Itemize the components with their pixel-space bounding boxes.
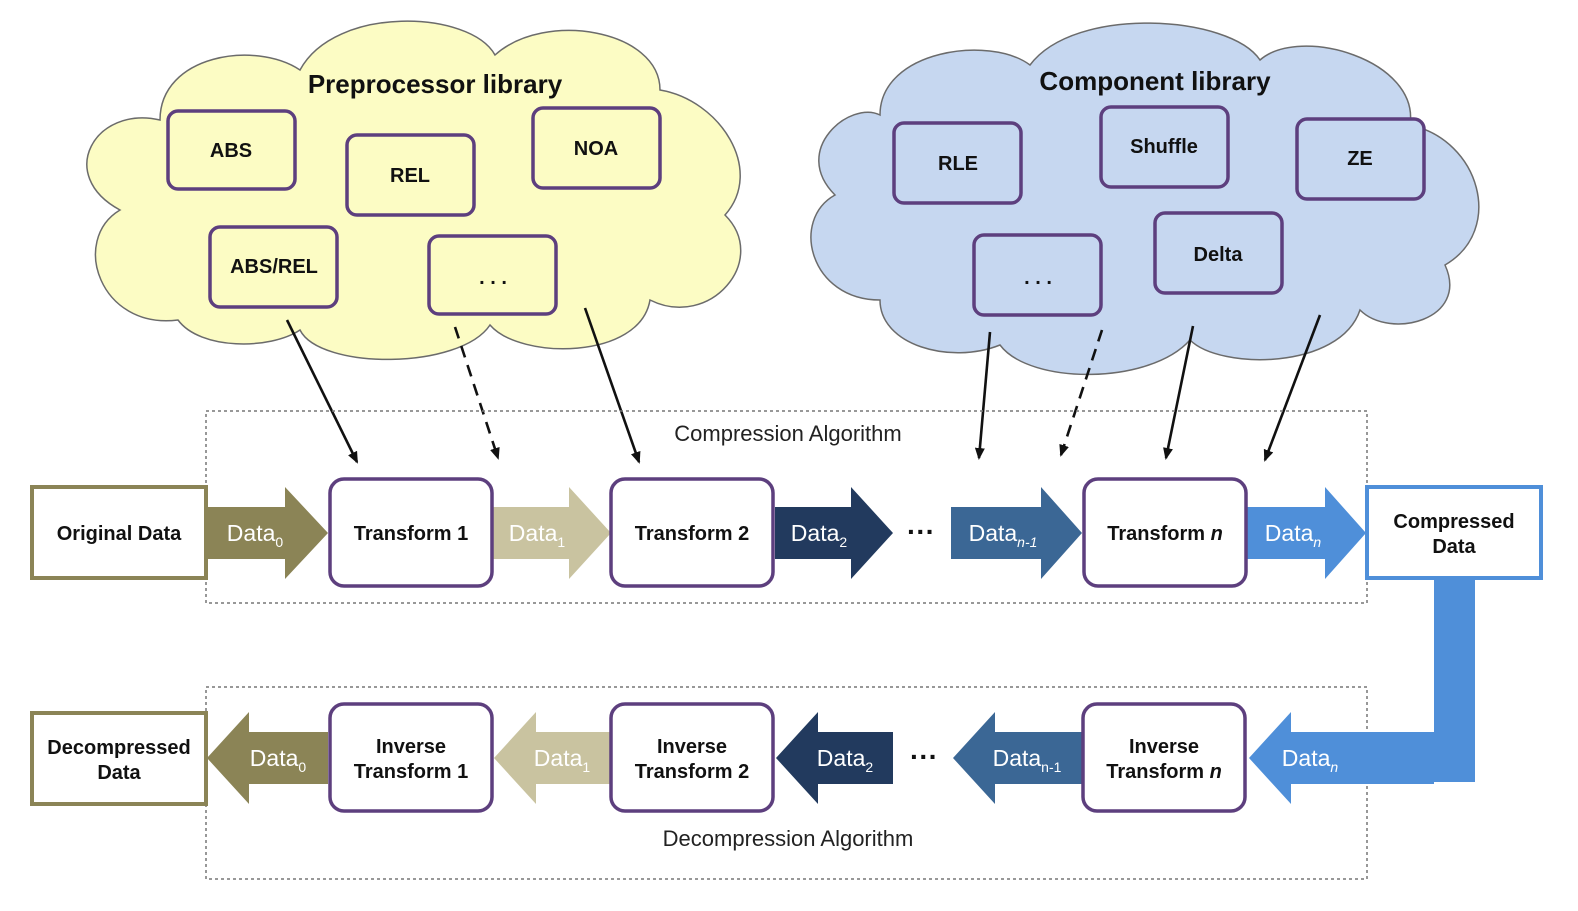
decompressed-data-label-line2: Data bbox=[97, 762, 141, 784]
component-library-cloud: Component library RLE Shuffle ZE . . . D… bbox=[810, 22, 1480, 376]
decompression-ellipsis: ··· bbox=[910, 741, 938, 772]
decompressed-data-label-line1: Decompressed bbox=[47, 737, 190, 759]
inverse-transform-n-box bbox=[1081, 702, 1247, 813]
arrow-absrel-to-transform1 bbox=[285, 319, 359, 464]
arrow-rev-datan1-label: Datan-1 bbox=[993, 745, 1062, 775]
preprocessor-library-title: Preprocessor library bbox=[308, 69, 563, 99]
arrow-rev-data0 bbox=[207, 712, 328, 804]
preprocessor-noa-box bbox=[531, 106, 662, 190]
inverse-transform-1-label-line1: Inverse bbox=[376, 736, 446, 758]
arrow-rev-datan bbox=[1249, 712, 1434, 804]
arrow-rev-data0-label: Data0 bbox=[250, 745, 307, 775]
compression-ellipsis: ··· bbox=[907, 516, 935, 547]
inverse-transform-1-box bbox=[328, 702, 494, 813]
arrow-data1 bbox=[493, 487, 611, 579]
compression-row: Original Data Transform 1 Transform 2 Tr… bbox=[30, 477, 1543, 588]
component-more-label: . . . bbox=[1024, 267, 1052, 289]
original-data-box bbox=[30, 485, 208, 580]
transform-n-label: Transform n bbox=[1107, 523, 1223, 545]
preprocessor-noa-label: NOA bbox=[574, 138, 618, 160]
component-shuffle-label: Shuffle bbox=[1130, 136, 1198, 158]
arrow-more-to-data1 bbox=[453, 326, 500, 460]
compression-data-arrows: Data0 Data1 Data2 ··· Datan-1 Datan bbox=[207, 487, 1366, 579]
arrow-rev-data2 bbox=[776, 712, 893, 804]
arrow-datan bbox=[1247, 487, 1366, 579]
inverse-transform-n-label-line2: Transform n bbox=[1106, 761, 1222, 783]
preprocessor-library-cloud: Preprocessor library ABS REL NOA ABS/REL… bbox=[86, 20, 742, 361]
arrow-rev-data2-label: Data2 bbox=[817, 745, 874, 775]
arrow-data0 bbox=[207, 487, 328, 579]
preprocessor-absrel-box bbox=[208, 225, 339, 309]
decompressed-data-box bbox=[30, 711, 208, 806]
preprocessor-rel-box bbox=[345, 133, 476, 217]
inverse-transform-2-box bbox=[609, 702, 775, 813]
transform-2-box bbox=[609, 477, 775, 588]
preprocessor-absrel-label: ABS/REL bbox=[230, 256, 318, 278]
arrow-rev-datan1 bbox=[953, 712, 1082, 804]
component-shuffle-box bbox=[1099, 105, 1230, 189]
preprocessor-more-box bbox=[427, 234, 558, 316]
compressed-data-label-line1: Compressed bbox=[1393, 511, 1514, 533]
arrow-more-to-transformn bbox=[1059, 329, 1104, 457]
transform-2-label: Transform 2 bbox=[635, 523, 749, 545]
arrow-datan1 bbox=[951, 487, 1082, 579]
arrow-rle-to-datan1 bbox=[974, 331, 992, 460]
arrow-data2-label: Data2 bbox=[791, 520, 848, 550]
original-data-label: Original Data bbox=[57, 523, 182, 545]
preprocessor-abs-label: ABS bbox=[210, 140, 252, 162]
component-ze-box bbox=[1295, 117, 1426, 201]
preprocessor-more-label: . . . bbox=[479, 267, 507, 289]
preprocessor-rel-label: REL bbox=[390, 165, 430, 187]
arrow-delta-to-transformn bbox=[1163, 325, 1195, 460]
arrow-rev-data1-label: Data1 bbox=[534, 745, 591, 775]
arrow-ze-to-datan bbox=[1263, 314, 1322, 462]
component-delta-box bbox=[1153, 211, 1284, 295]
preprocessor-abs-box bbox=[166, 109, 297, 191]
component-library-title: Component library bbox=[1039, 66, 1271, 96]
component-rle-box bbox=[892, 121, 1023, 205]
arrow-datan1-label: Datan-1 bbox=[969, 520, 1038, 550]
arrow-datan-label: Datan bbox=[1265, 520, 1322, 550]
transform-1-label: Transform 1 bbox=[354, 523, 468, 545]
component-delta-label: Delta bbox=[1194, 244, 1244, 266]
transform-n-box bbox=[1082, 477, 1248, 588]
arrow-data1-label: Data1 bbox=[509, 520, 566, 550]
component-ze-label: ZE bbox=[1347, 148, 1373, 170]
inverse-transform-1-label-line2: Transform 1 bbox=[354, 761, 468, 783]
inverse-transform-2-label-line1: Inverse bbox=[657, 736, 727, 758]
library-selection-arrows bbox=[285, 307, 1322, 464]
decompression-data-arrows: Datan Datan-1 ··· Data2 Data1 Data0 bbox=[207, 712, 1434, 804]
component-more-box bbox=[972, 233, 1103, 317]
decompression-algorithm-label: Decompression Algorithm bbox=[663, 826, 914, 851]
inverse-transform-n-label-line1: Inverse bbox=[1129, 736, 1199, 758]
compressed-data-label-line2: Data bbox=[1432, 536, 1476, 558]
arrow-data0-label: Data0 bbox=[227, 520, 284, 550]
inverse-transform-2-label-line2: Transform 2 bbox=[635, 761, 749, 783]
decompression-row: Decompressed Data Inverse Transform 1 In… bbox=[30, 702, 1247, 813]
arrow-rev-data1 bbox=[494, 712, 610, 804]
transform-1-box bbox=[328, 477, 494, 588]
arrow-noa-to-transform2 bbox=[583, 307, 641, 464]
arrow-rev-datan-label: Datan bbox=[1282, 745, 1339, 775]
compression-algorithm-label: Compression Algorithm bbox=[674, 421, 901, 446]
return-connector bbox=[1434, 578, 1475, 782]
component-rle-label: RLE bbox=[938, 153, 978, 175]
compressed-data-box bbox=[1365, 485, 1543, 580]
arrow-data2 bbox=[775, 487, 893, 579]
